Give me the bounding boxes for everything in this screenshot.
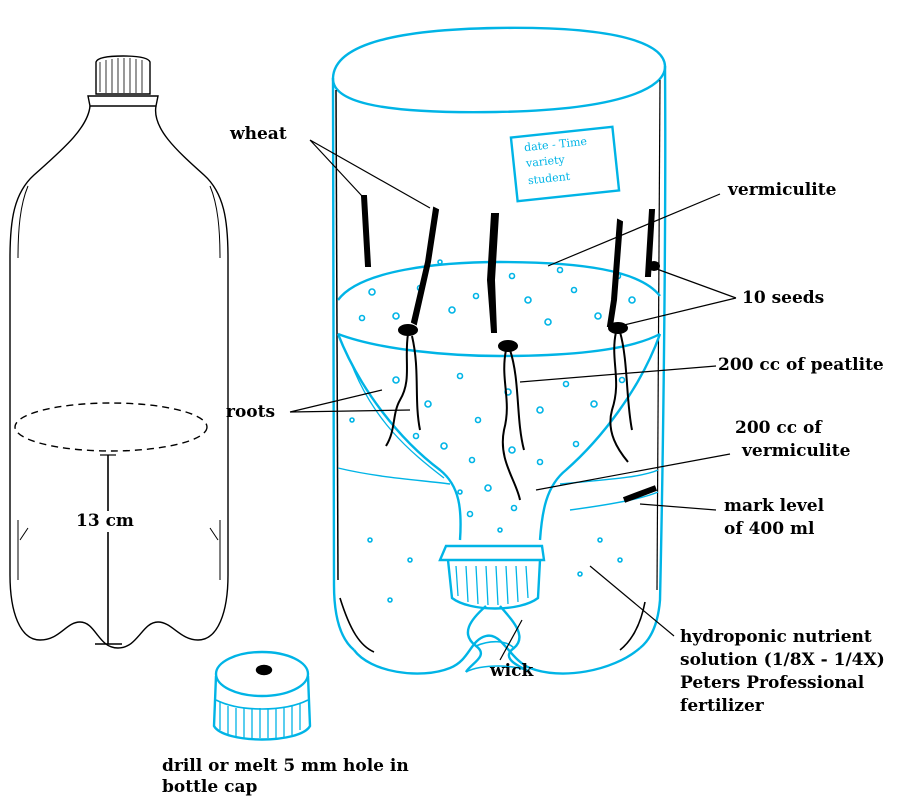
label-vermiculite-bottom-1: 200 cc of [735, 418, 822, 439]
label-cap-2: bottle cap [162, 777, 257, 798]
label-mark-level-1: mark level [724, 496, 824, 517]
funnel-cap [440, 546, 544, 560]
inverted-funnel [338, 334, 461, 540]
leader-lines [290, 140, 736, 660]
label-mark-level-2: of 400 ml [724, 519, 814, 540]
label-vermiculite-bottom-2: vermiculite [742, 441, 850, 462]
label-vermiculite-top: vermiculite [728, 180, 836, 201]
cut-line [15, 403, 207, 451]
planter-assembly [333, 28, 665, 674]
label-roots: roots [226, 402, 275, 423]
label-wick: wick [490, 661, 533, 682]
cut-rim [333, 28, 665, 112]
label-wheat: wheat [230, 124, 287, 145]
label-cap-1: drill or melt 5 mm hole in [162, 756, 409, 777]
wheat-roots [386, 332, 632, 500]
seed [499, 341, 517, 351]
label-ten-seeds: 10 seeds [742, 288, 824, 309]
drilled-cap [214, 652, 310, 740]
seed [399, 325, 417, 335]
label-solution-1: hydroponic nutrient [680, 627, 872, 648]
intact-bottle [10, 56, 228, 648]
cap-hole [257, 666, 271, 674]
label-height: 13 cm [74, 511, 136, 532]
label-solution-3: Peters Professional [680, 673, 864, 694]
label-peatlite: 200 cc of peatlite [718, 355, 884, 376]
label-solution-2: solution (1/8X - 1/4X) [680, 650, 885, 671]
bottle-outline [10, 106, 228, 648]
label-solution-4: fertilizer [680, 696, 764, 717]
